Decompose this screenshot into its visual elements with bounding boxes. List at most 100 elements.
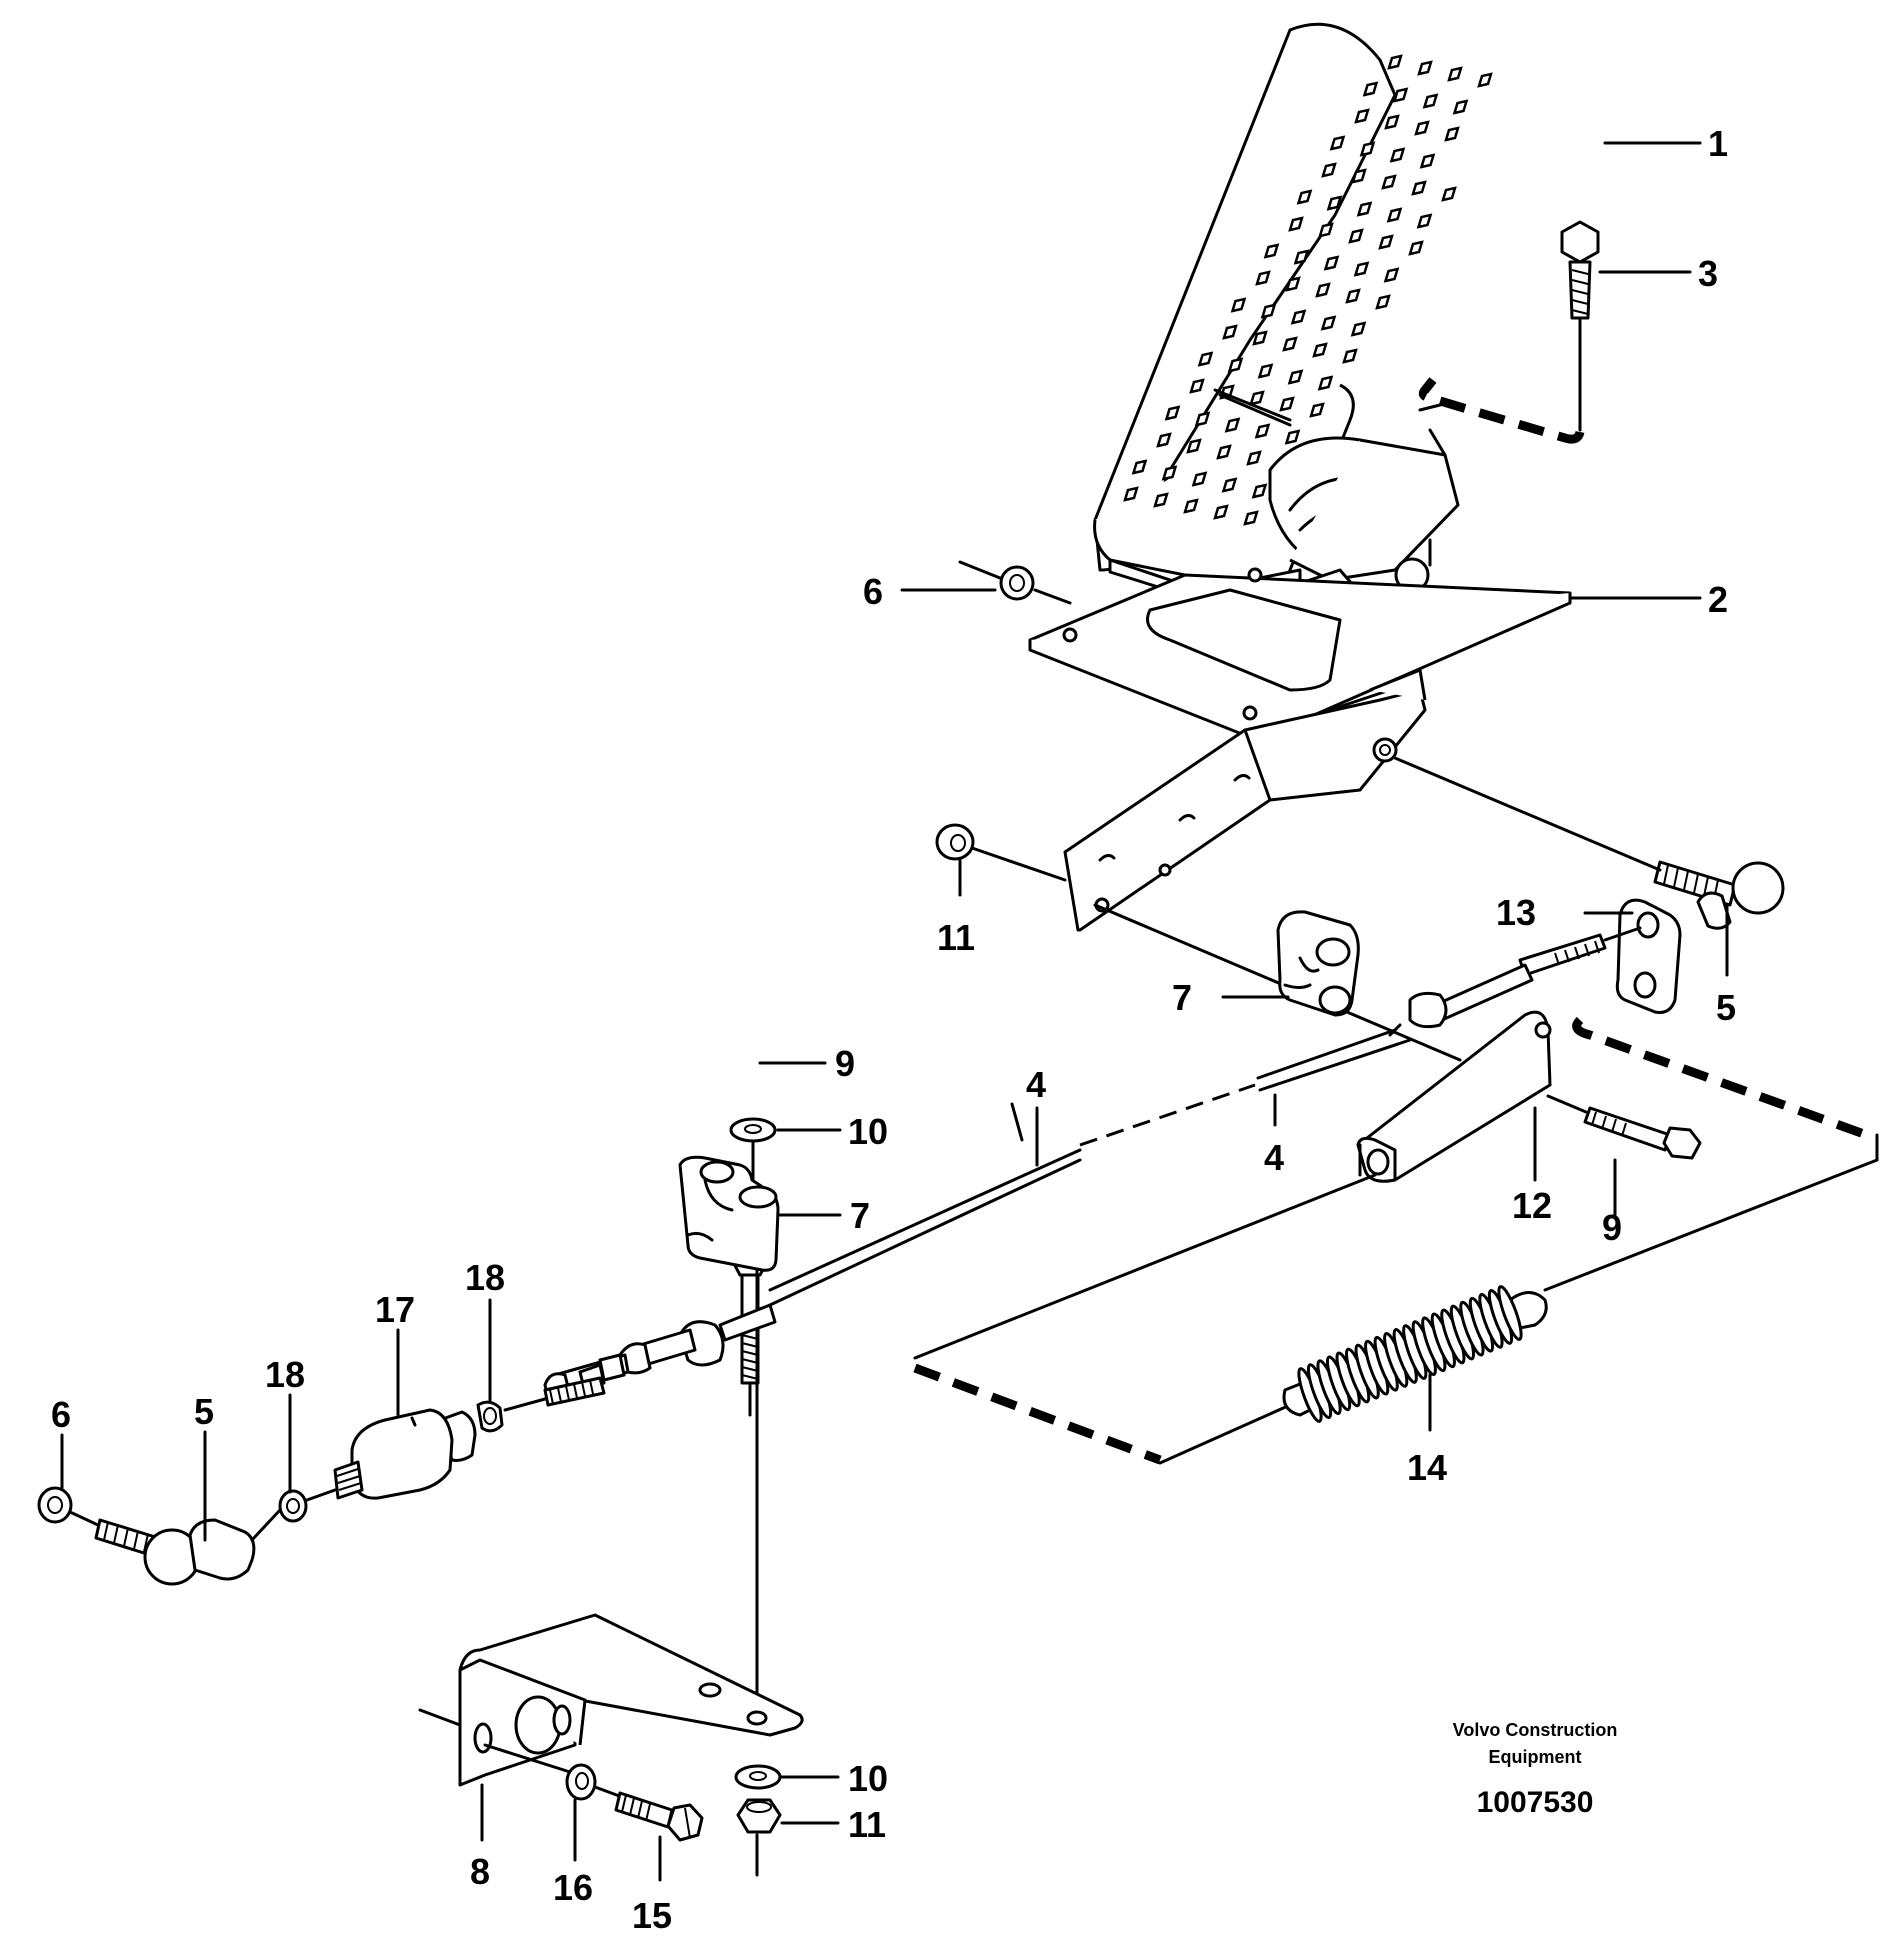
tread-mark bbox=[1381, 174, 1397, 190]
tread-mark bbox=[1452, 99, 1469, 115]
bracket-part-8 bbox=[418, 1613, 804, 1787]
tread-mark bbox=[1227, 357, 1244, 373]
tread-mark bbox=[1315, 282, 1331, 298]
callout-5-right: 5 bbox=[1716, 987, 1736, 1028]
washer-part-10-upper bbox=[729, 1117, 777, 1182]
tread-mark bbox=[1353, 261, 1370, 277]
tread-mark bbox=[1392, 87, 1409, 103]
tread-mark bbox=[1131, 459, 1148, 475]
callout-11-lower: 11 bbox=[848, 1804, 886, 1845]
tread-mark bbox=[1378, 234, 1394, 250]
callout-6-upper: 6 bbox=[863, 571, 883, 612]
callout-16: 16 bbox=[553, 1867, 593, 1908]
callout-12: 12 bbox=[1512, 1185, 1552, 1226]
tread-mark bbox=[1282, 336, 1298, 352]
tread-mark bbox=[1362, 81, 1379, 97]
cable-threaded-end-upper bbox=[1408, 926, 1642, 1029]
tread-mark bbox=[1255, 270, 1271, 286]
callout-10-upper: 10 bbox=[848, 1111, 888, 1152]
tread-mark bbox=[1290, 309, 1307, 325]
spring-coil bbox=[1497, 1285, 1523, 1341]
bolt-part-9-right bbox=[1546, 1094, 1702, 1160]
tread-mark bbox=[1312, 342, 1328, 358]
tread-mark bbox=[1447, 66, 1463, 82]
tread-mark bbox=[1329, 135, 1346, 151]
callout-11-upper: 11 bbox=[937, 917, 975, 958]
callout-3: 3 bbox=[1698, 253, 1718, 294]
tread-mark bbox=[1194, 411, 1211, 427]
tread-mark bbox=[1321, 162, 1337, 178]
tread-mark bbox=[1386, 207, 1403, 223]
callout-4-right: 4 bbox=[1264, 1137, 1284, 1178]
tread-mark bbox=[1153, 492, 1169, 508]
tread-mark bbox=[1123, 486, 1139, 502]
callout-15: 15 bbox=[632, 1895, 672, 1936]
tread-mark bbox=[1260, 303, 1277, 319]
nut-part-18-left bbox=[278, 1488, 337, 1523]
callout-8: 8 bbox=[470, 1851, 490, 1892]
brand-line-2: Equipment bbox=[1489, 1747, 1582, 1767]
tread-mark bbox=[1186, 438, 1202, 454]
callout-10-lower: 10 bbox=[848, 1758, 888, 1799]
callout-14: 14 bbox=[1407, 1447, 1447, 1488]
tread-mark bbox=[1249, 390, 1265, 406]
tread-mark bbox=[1383, 267, 1400, 283]
tread-mark bbox=[1164, 405, 1181, 421]
tread-mark bbox=[1414, 120, 1430, 136]
callout-4-left: 4 bbox=[1026, 1064, 1046, 1105]
tread-mark bbox=[1251, 483, 1268, 499]
tread-mark bbox=[1246, 450, 1262, 466]
tread-mark bbox=[1408, 240, 1424, 256]
tread-mark bbox=[1284, 429, 1301, 445]
floor-plate bbox=[1028, 567, 1572, 742]
tread-mark bbox=[1320, 315, 1337, 331]
washer-part-10-lower bbox=[734, 1764, 782, 1790]
callout-7-lower: 7 bbox=[850, 1195, 870, 1236]
callout-2: 2 bbox=[1708, 579, 1728, 620]
callout-18-right: 18 bbox=[465, 1257, 505, 1298]
tread-mark bbox=[1213, 504, 1229, 520]
tread-mark bbox=[1279, 396, 1295, 412]
callout-1: 1 bbox=[1708, 123, 1728, 164]
tread-mark bbox=[1348, 228, 1364, 244]
tread-mark bbox=[1230, 297, 1247, 313]
callout-13: 13 bbox=[1496, 892, 1536, 933]
tread-mark bbox=[1356, 201, 1373, 217]
tread-mark bbox=[1375, 294, 1391, 310]
callout-labels: 1 2 3 4 4 5 5 6 6 7 7 8 9 9 10 10 11 11 … bbox=[51, 123, 1736, 1936]
tread-mark bbox=[1441, 186, 1457, 202]
tread-mark bbox=[1309, 402, 1325, 418]
tread-mark bbox=[1417, 60, 1433, 76]
cable-threaded-end-lower bbox=[503, 1376, 606, 1412]
tread-mark bbox=[1387, 54, 1403, 70]
tread-mark bbox=[1189, 378, 1205, 394]
clamp-part-7-lower bbox=[678, 1155, 780, 1272]
cable-connector-lower bbox=[543, 1303, 777, 1401]
tread-mark bbox=[1191, 471, 1208, 487]
tread-mark bbox=[1326, 195, 1343, 211]
spring-part-14 bbox=[1282, 1285, 1548, 1423]
washer-part-16 bbox=[565, 1763, 624, 1801]
tread-mark bbox=[1342, 348, 1358, 364]
callout-5-left: 5 bbox=[194, 1391, 214, 1432]
nut-part-11-lower bbox=[736, 1798, 782, 1877]
tread-mark bbox=[1359, 141, 1376, 157]
nut-part-18-right bbox=[476, 1400, 504, 1433]
tread-mark bbox=[1263, 243, 1280, 259]
tread-mark bbox=[1254, 423, 1271, 439]
tread-mark bbox=[1296, 189, 1313, 205]
callout-9-left: 9 bbox=[835, 1043, 855, 1084]
tread-mark bbox=[1318, 222, 1334, 238]
bolt-part-3 bbox=[1560, 220, 1600, 432]
document-number: 1007530 bbox=[1477, 1786, 1594, 1819]
callout-leaders bbox=[60, 141, 1729, 1882]
cable-adjuster-part-17 bbox=[333, 1408, 477, 1500]
tread-mark bbox=[1477, 72, 1493, 88]
tread-mark bbox=[1389, 147, 1406, 163]
tread-mark bbox=[1221, 477, 1238, 493]
tread-mark bbox=[1419, 153, 1436, 169]
throttle-cable-part-4 bbox=[768, 1023, 1412, 1307]
tread-mark bbox=[1288, 216, 1304, 232]
tread-mark bbox=[1416, 213, 1433, 229]
